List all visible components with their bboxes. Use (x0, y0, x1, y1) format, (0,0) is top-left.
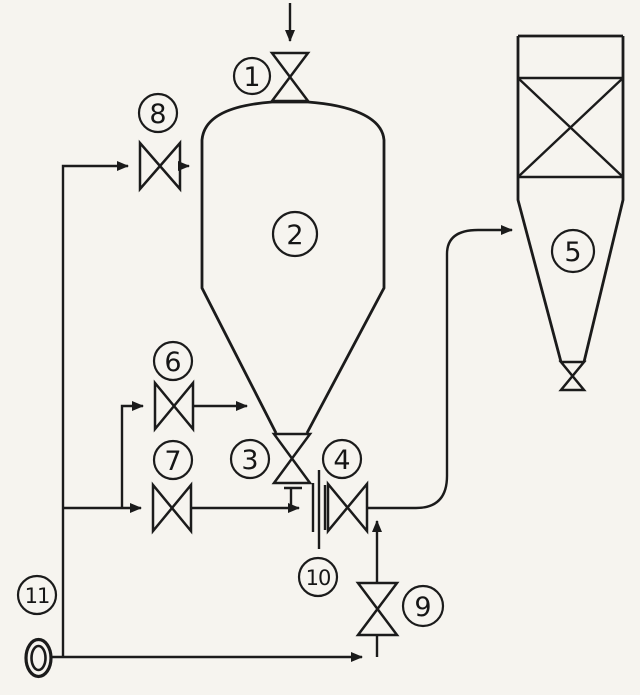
label-5-text: 5 (564, 237, 581, 268)
cyclone-right-wall (582, 36, 625, 363)
label-10: 10 (297, 556, 339, 598)
label-2-text: 2 (286, 220, 303, 251)
valve-1 (269, 51, 311, 103)
valve-9 (355, 581, 400, 637)
left-supply-riser (61, 161, 129, 657)
label-7-text: 7 (164, 446, 181, 477)
blow-tank-vessel (200, 100, 386, 434)
valve-4 (326, 480, 369, 535)
pipe-network (51, 3, 513, 662)
label-4: 4 (321, 438, 363, 480)
label-10-text: 10 (306, 566, 331, 590)
blower-11 (24, 637, 53, 679)
label-6: 6 (152, 340, 194, 382)
blower-outer-ring (24, 637, 53, 679)
label-6-text: 6 (164, 347, 181, 378)
label-3: 3 (229, 438, 271, 480)
valve-6 (153, 379, 195, 433)
label-8-text: 8 (149, 99, 166, 130)
valve-8 (138, 139, 182, 193)
label-8: 8 (137, 92, 179, 134)
flexible-connector-10 (311, 470, 327, 549)
label-1: 1 (232, 56, 272, 96)
cyclone-bottom-valve (558, 360, 587, 392)
blower-inner-ring (30, 644, 47, 672)
label-9: 9 (401, 584, 445, 628)
cyclone-cross-bracing (517, 77, 624, 178)
label-11-text: 11 (25, 584, 50, 608)
cyclone-receiver (516, 34, 625, 392)
label-4-text: 4 (333, 445, 350, 476)
valve6-branch-riser (120, 401, 144, 508)
label-11: 11 (16, 574, 58, 616)
cyclone-left-wall (516, 36, 563, 363)
label-2: 2 (271, 210, 319, 258)
valve-3 (271, 432, 313, 485)
label-3-text: 3 (241, 445, 258, 476)
label-5: 5 (550, 228, 596, 274)
label-9-text: 9 (414, 592, 431, 623)
label-1-text: 1 (243, 62, 260, 93)
valve-7 (151, 481, 193, 535)
conveying-line (368, 225, 513, 510)
label-7: 7 (152, 439, 194, 481)
